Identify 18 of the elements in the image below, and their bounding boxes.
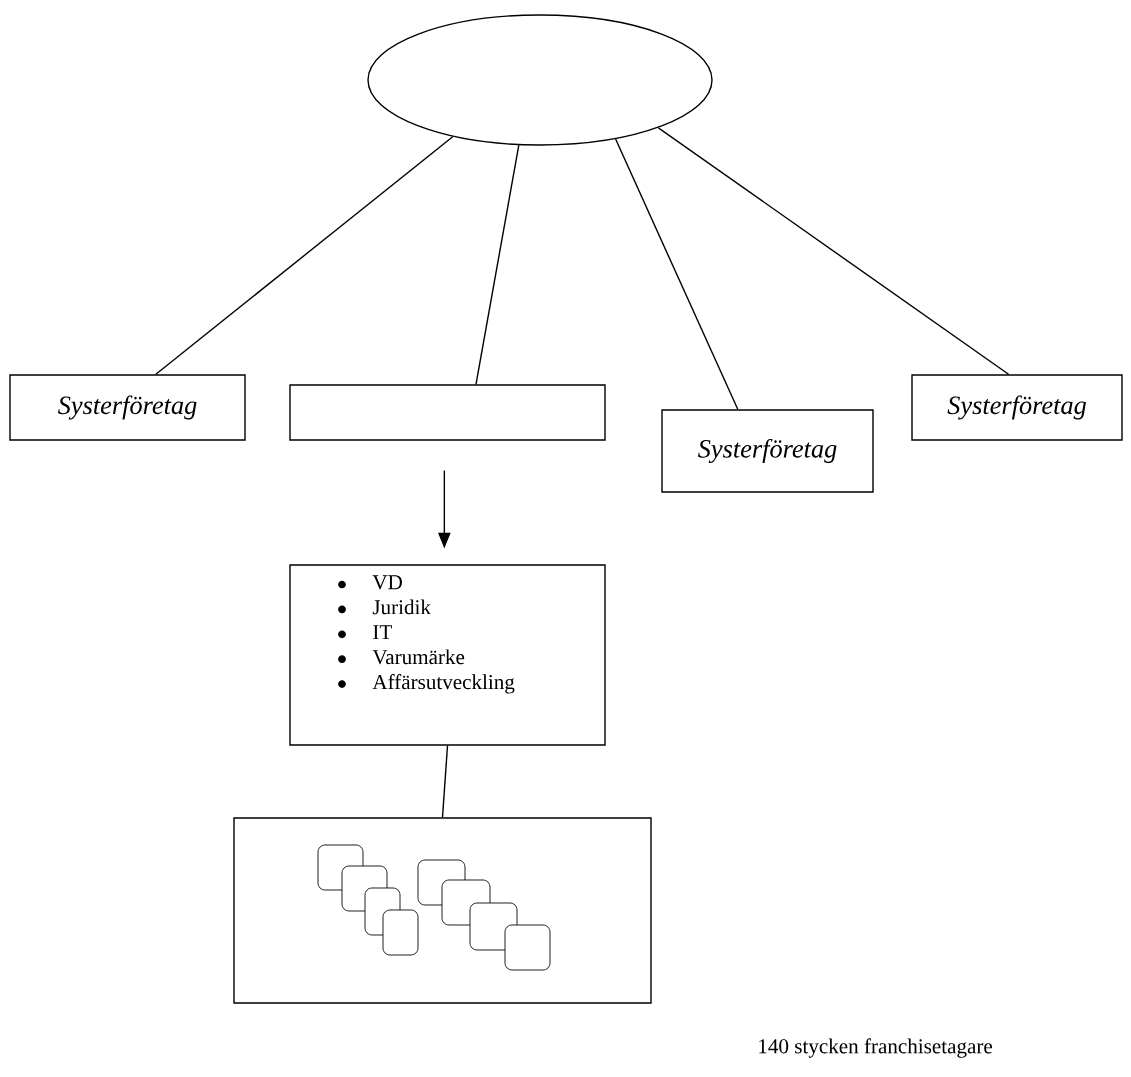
box bbox=[233, 817, 652, 1004]
connector-line bbox=[155, 136, 454, 375]
node-label: IT bbox=[373, 625, 392, 640]
connector-line bbox=[441, 745, 449, 818]
node-label: Varumärke bbox=[372, 649, 465, 665]
node-label: Juridik bbox=[372, 599, 431, 615]
connector-line bbox=[614, 138, 739, 410]
org-box: Systerföretag bbox=[911, 374, 1123, 441]
ellipse-shape bbox=[367, 14, 713, 146]
node-label: Affärsutveckling bbox=[372, 674, 515, 694]
note-text: 140 stycken franchisetagare bbox=[759, 1038, 992, 1058]
org-box: Systerföretag bbox=[9, 374, 246, 441]
org-box: Systerföretag bbox=[661, 409, 874, 493]
connector-line bbox=[657, 127, 1010, 375]
node-label: VD bbox=[372, 575, 402, 590]
box bbox=[289, 384, 606, 441]
list-box: VD Juridik IT Varumärke Affärsutveckling bbox=[289, 564, 606, 746]
connector-line bbox=[475, 144, 520, 385]
